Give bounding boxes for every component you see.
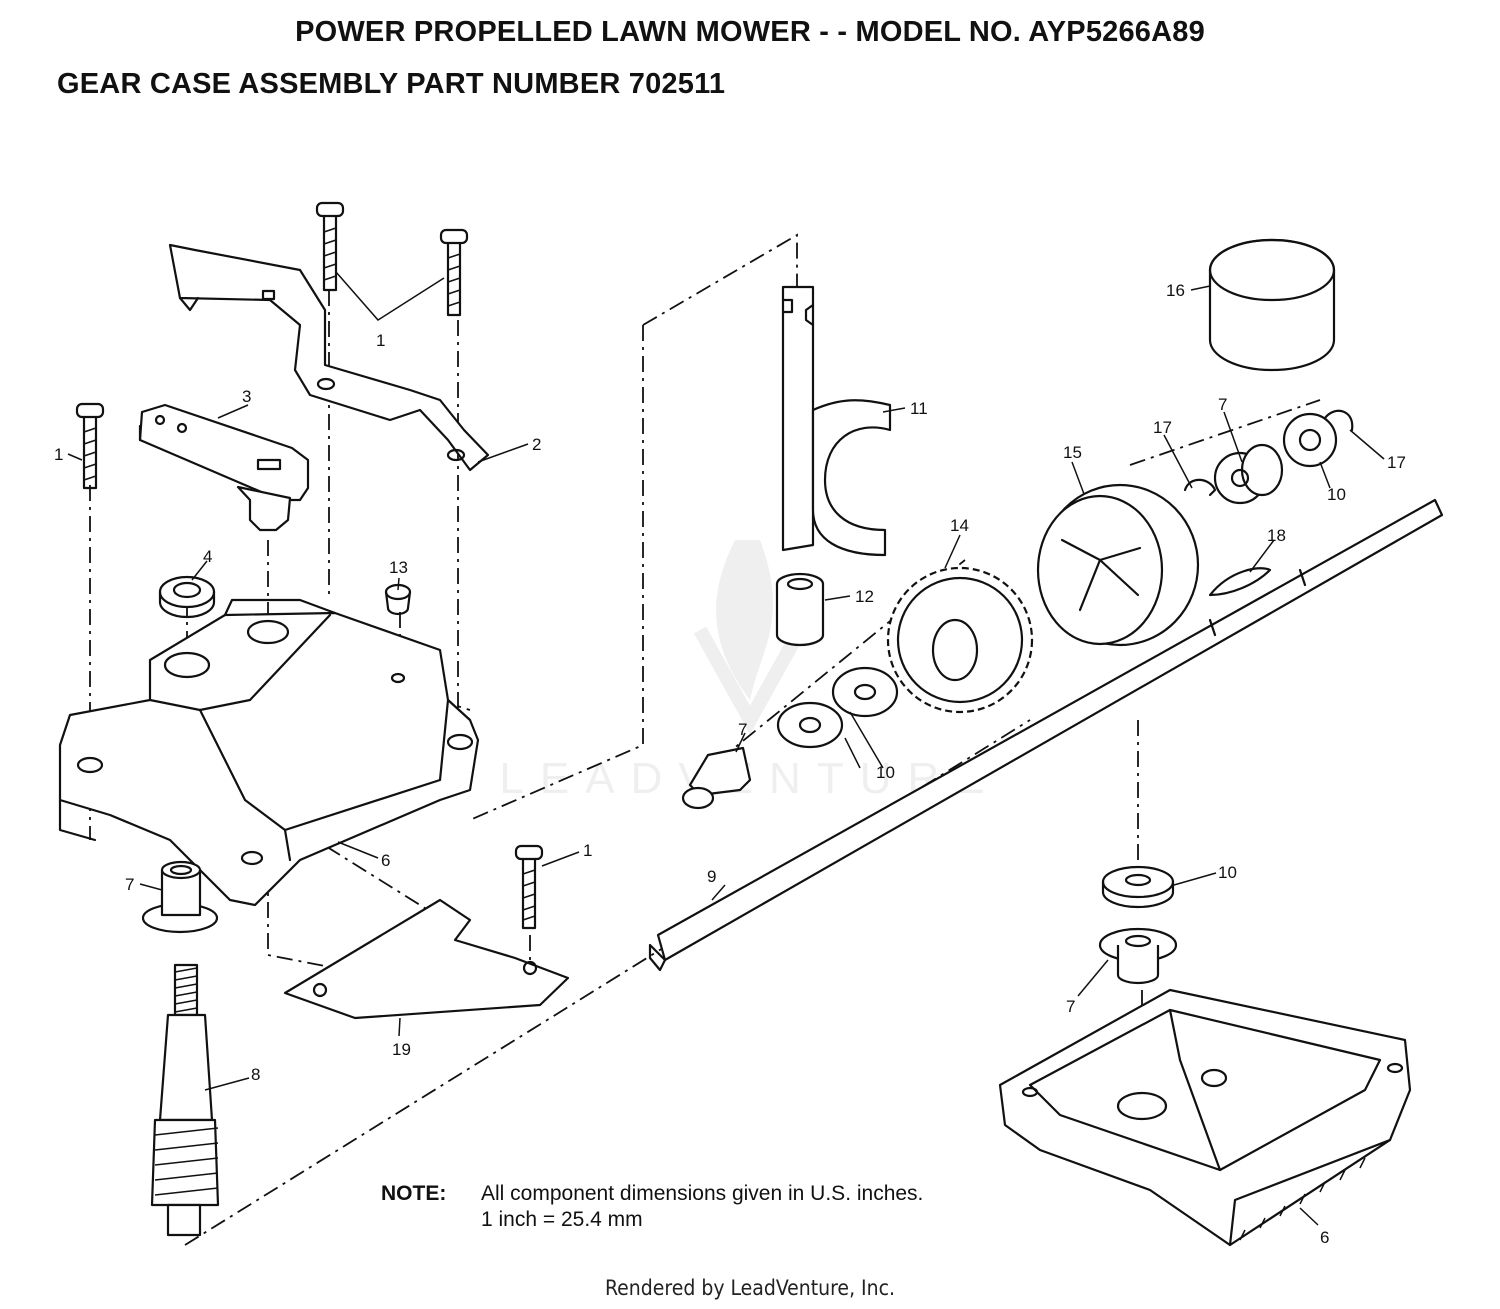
note-label: NOTE: (381, 1182, 447, 1205)
callout-11: 11 (910, 399, 928, 418)
part-bushing-left (141, 860, 219, 934)
note-line-2: 1 inch = 25.4 mm (481, 1208, 643, 1231)
part-plate (283, 898, 570, 1020)
part-bracket (168, 243, 490, 472)
callout-17-b: 17 (1387, 453, 1406, 472)
part-gear (886, 566, 1034, 714)
part-axle (648, 498, 1444, 972)
callout-10-c: 10 (1218, 863, 1237, 882)
diagram-title: POWER PROPELLED LAWN MOWER - - MODEL NO.… (295, 16, 1205, 48)
callout-9: 9 (707, 867, 716, 886)
callout-12: 12 (855, 587, 874, 606)
callout-16: 16 (1166, 281, 1185, 300)
dimensions-note: NOTE: All component dimensions given in U… (381, 1181, 923, 1233)
part-worm-shaft (150, 963, 220, 1237)
callout-3: 3 (242, 387, 251, 406)
part-gear-case-lower (998, 988, 1412, 1247)
callout-10-a: 10 (876, 763, 895, 782)
callout-labels: 1 1 1 1 2 3 4 6 6 7 7 7 7 8 9 10 10 10 1… (54, 281, 1406, 1247)
callout-6-b: 6 (1320, 1228, 1329, 1247)
callout-14: 14 (950, 516, 969, 535)
callout-1-a: 1 (376, 331, 385, 350)
callout-10-b: 10 (1327, 485, 1346, 504)
callout-17-a: 17 (1153, 418, 1172, 437)
part-clutch-pulley (1036, 483, 1200, 647)
callout-1-b: 1 (54, 445, 63, 464)
footer-credit: Rendered by LeadVenture, Inc. (605, 1276, 895, 1300)
callout-15: 15 (1063, 443, 1082, 462)
part-shift-fork (775, 285, 892, 647)
callout-19: 19 (392, 1040, 411, 1059)
diagram-subtitle: GEAR CASE ASSEMBLY PART NUMBER 702511 (57, 68, 726, 100)
callout-18: 18 (1267, 526, 1286, 545)
callout-2: 2 (532, 435, 541, 454)
callout-7-a: 7 (125, 875, 134, 894)
callout-1-c: 1 (583, 841, 592, 860)
part-lever (138, 403, 310, 532)
note-line-1: All component dimensions given in U.S. i… (481, 1182, 924, 1205)
callout-6-a: 6 (381, 851, 390, 870)
part-gear-case-upper (58, 598, 480, 907)
callout-7-d: 7 (1066, 997, 1075, 1016)
part-bushing-washer-lower (1098, 865, 1178, 985)
leader-lines (67, 285, 1385, 1226)
part-washer-plug (158, 575, 412, 619)
callout-8: 8 (251, 1065, 260, 1084)
part-bushing-washers-middle (681, 666, 899, 810)
callout-4: 4 (203, 547, 212, 566)
part-bushing-clips-right (1183, 409, 1354, 505)
callout-13: 13 (389, 558, 408, 577)
callout-7-c: 7 (1218, 395, 1227, 414)
callout-7-b: 7 (738, 720, 747, 739)
part-cup (1208, 238, 1336, 372)
part-screws (75, 201, 544, 930)
